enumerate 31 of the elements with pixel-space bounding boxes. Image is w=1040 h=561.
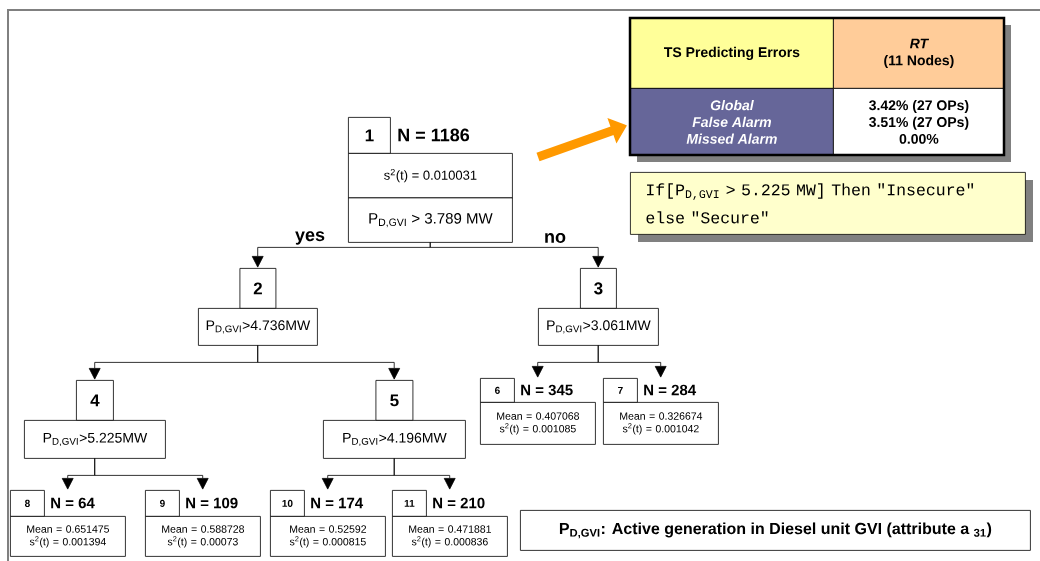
definition-box: P$_{D,GVI}$: Active generation in Diesel unit GVI (attribute a $_{31}$): [520, 510, 1031, 551]
sample-count: N = 210: [433, 497, 485, 509]
node-number-box: 5: [375, 380, 414, 421]
sample-count: N = 284: [644, 384, 697, 396]
split-condition-box: P$_{D,GVI}$ > 3.789 MW: [348, 197, 513, 243]
arrow: [94, 458, 209, 490]
node-number-box: 3: [580, 268, 617, 309]
node-number-box: 11: [392, 490, 427, 517]
node-number-box: 9: [145, 490, 180, 517]
sample-count: N = 345: [521, 384, 573, 396]
arrow: [393, 458, 456, 490]
arrow: [429, 242, 605, 268]
node-number-box: 10: [270, 490, 305, 517]
arrow: [257, 345, 401, 380]
node-number-box: 1: [348, 117, 391, 154]
sample-count: N = 109: [186, 497, 238, 509]
sample-count: N = 1186: [398, 128, 470, 142]
node-number-box: 6: [480, 378, 515, 403]
sample-count: N = 64: [51, 497, 95, 509]
node-number-box: 7: [603, 378, 638, 403]
table-row-label-cell: Global False Alarm Missed Alarm: [630, 88, 834, 156]
table-header-cell: TS Predicting Errors: [630, 18, 834, 89]
table-header-cell: RT (11 Nodes): [833, 18, 1005, 89]
node-number-box: 2: [239, 268, 277, 309]
edge-label: yes: [294, 230, 327, 246]
sample-count: N = 174: [311, 497, 364, 509]
edge-label: no: [543, 232, 567, 244]
node-number-box: 8: [10, 490, 45, 517]
table-value-cell: 3.42% (27 OPs) 3.51% (27 OPs) 0.00%: [833, 88, 1005, 156]
node-number-box: 4: [76, 380, 114, 421]
arrow: [597, 345, 667, 378]
